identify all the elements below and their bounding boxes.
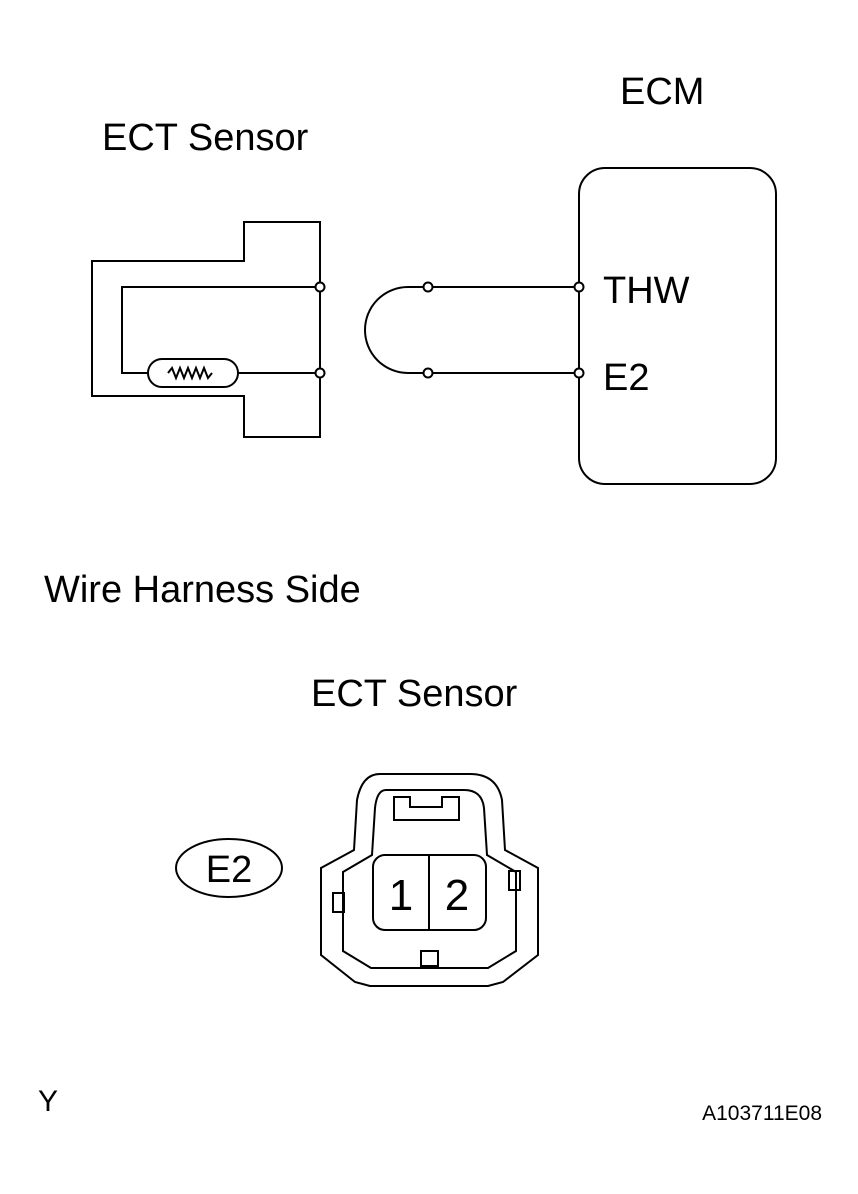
thermistor-body [147,358,239,388]
harness-terminal-lower [422,367,434,379]
wire-harness-side-title: Wire Harness Side [44,569,361,611]
figure-id: A103711E08 [702,1102,822,1125]
connector-rib-right [508,870,521,891]
ect-sensor-housing [91,221,321,438]
e2-callout-ellipse [175,838,283,898]
connector-title: ECT Sensor [311,673,518,715]
harness-loop [364,286,428,374]
connector-rib-left [332,892,345,913]
ect-sensor-internal-wire [121,286,320,374]
connector-key-bottom [420,950,439,967]
ecm-title: ECM [620,71,704,113]
connector-inner-shell [342,789,517,969]
ecm-pin-e2-label: E2 [603,357,649,399]
harness-terminal-upper [422,281,434,293]
ecm-terminal-thw [573,281,585,293]
sensor-terminal-upper [314,281,326,293]
connector-outer-shell [320,773,539,987]
connector-pin-2: 2 [445,871,469,920]
corner-mark: Y [38,1085,58,1118]
sensor-terminal-lower [314,367,326,379]
connector-lock-latch [393,796,460,821]
ecm-terminal-e2 [573,367,585,379]
ecm-box [578,167,777,485]
e2-callout-label: E2 [206,849,252,891]
connector-pin-1: 1 [389,871,413,920]
ect-sensor-title: ECT Sensor [102,117,309,159]
thermistor-resistor-icon [167,365,213,381]
ecm-pin-thw-label: THW [603,270,690,312]
